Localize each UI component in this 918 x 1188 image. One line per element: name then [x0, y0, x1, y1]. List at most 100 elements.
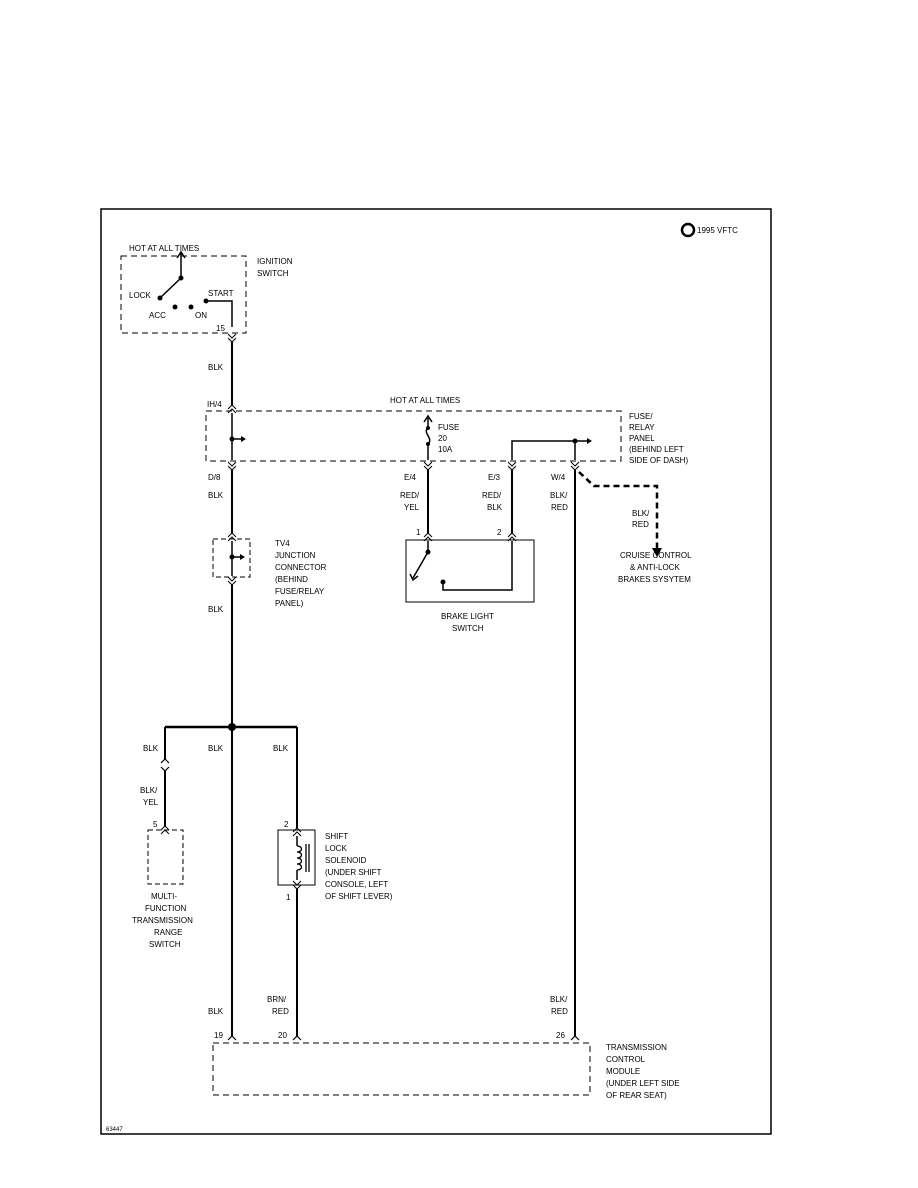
fuse-conn-d8: D/8 — [208, 473, 221, 482]
connector-icon — [423, 461, 433, 471]
junction-name-2: JUNCTION — [275, 551, 316, 560]
fuse-conn-w4: W/4 — [551, 473, 566, 482]
brake-light-switch-box — [405, 539, 535, 603]
copyright-text: 1995 VFTC — [697, 226, 738, 235]
tcm-name-4: (UNDER LEFT SIDE — [606, 1079, 680, 1088]
diagram-frame — [100, 208, 772, 1135]
wire-label-red-yel-2: YEL — [404, 503, 420, 512]
fuse-label: FUSE — [438, 423, 459, 432]
ignition-lock: LOCK — [129, 291, 151, 300]
multifunction-pin: 5 — [153, 820, 158, 829]
panel-link-line — [511, 440, 590, 460]
fuse-panel-name-3: PANEL — [629, 434, 655, 443]
wire-label-red-yel-1: RED/ — [400, 491, 420, 500]
contact-dot — [157, 295, 163, 301]
connector-icon — [507, 461, 517, 471]
wire-label-blk: BLK — [208, 744, 224, 753]
cruise-dest-3: BRAKES SYSYTEM — [618, 575, 691, 584]
brake-name-2: SWITCH — [452, 624, 484, 633]
multifunction-name-5: SWITCH — [149, 940, 181, 949]
junction-name-3: CONNECTOR — [275, 563, 327, 572]
tcm-box — [212, 1042, 591, 1096]
splice-dot — [229, 436, 235, 442]
tcm-pin-19: 19 — [214, 1031, 223, 1040]
tcm-pin-26: 26 — [556, 1031, 565, 1040]
ignition-name-1: IGNITION — [257, 257, 293, 266]
cruise-wire-2: RED — [632, 520, 649, 529]
solenoid-name-5: CONSOLE, LEFT — [325, 880, 388, 889]
fuse-conn-e4: E/4 — [404, 473, 417, 482]
arrow-right-icon — [587, 438, 592, 444]
brake-name-1: BRAKE LIGHT — [441, 612, 494, 621]
solenoid-name-6: OF SHIFT LEVER) — [325, 892, 393, 901]
cruise-wire-1: BLK/ — [632, 509, 650, 518]
fuse-panel-name-5: SIDE OF DASH) — [629, 456, 688, 465]
wire-label-blk-yel-2: YEL — [143, 798, 159, 807]
coil-icon — [296, 845, 303, 871]
wire-label-blk: BLK — [273, 744, 289, 753]
start-contact-line — [206, 300, 233, 327]
connector-icon — [227, 532, 237, 542]
junction-name-5: FUSE/RELAY — [275, 587, 325, 596]
wire-label-brn-red-1: BRN/ — [267, 995, 287, 1004]
wire-label-blk-red-2: RED — [551, 1007, 568, 1016]
figure-id: 63447 — [106, 1127, 123, 1133]
connector-icon — [570, 461, 580, 471]
junction-name-4: (BEHIND — [275, 575, 308, 584]
connector-icon — [160, 758, 170, 764]
arrow-up-icon — [423, 414, 433, 423]
contact-dot — [172, 304, 178, 310]
ignition-pin-15: 15 — [216, 324, 225, 333]
multifunction-name-3: TRANSMISSION — [132, 916, 193, 925]
wire-label-blk: BLK — [208, 363, 224, 372]
solenoid-name-2: LOCK — [325, 844, 347, 853]
connector-icon — [292, 827, 302, 837]
arrow-up-icon — [176, 250, 186, 259]
connector-icon — [227, 1035, 237, 1041]
wire-label-blk-red-1: BLK/ — [550, 491, 568, 500]
solenoid-pin-2: 2 — [284, 820, 289, 829]
wire-label-red-blk-1: RED/ — [482, 491, 502, 500]
arrow-down-icon — [652, 548, 662, 557]
fuse-panel-name-2: RELAY — [629, 423, 655, 432]
cruise-wire — [578, 471, 659, 548]
solenoid-name-1: SHIFT — [325, 832, 348, 841]
wire-label-blk: BLK — [208, 1007, 224, 1016]
switch-blade — [159, 277, 182, 299]
solenoid-pin-1: 1 — [286, 893, 291, 902]
junction-name-1: TV4 — [275, 539, 290, 548]
cruise-dest-1: CRUISE CONTROL — [620, 551, 692, 560]
contact-dot — [188, 304, 194, 310]
junction-connector-box — [212, 538, 251, 578]
connector-icon — [227, 333, 237, 343]
arrow-icon — [409, 573, 419, 582]
arrow-right-icon — [240, 554, 245, 560]
wire-label-brn-red-2: RED — [272, 1007, 289, 1016]
copyright-icon — [680, 222, 696, 238]
brake-pin-1: 1 — [416, 528, 421, 537]
brake-switch-return — [442, 541, 513, 591]
tcm-name-2: CONTROL — [606, 1055, 646, 1064]
multifunction-name-1: MULTI- — [151, 892, 177, 901]
fuse-panel-name-1: FUSE/ — [629, 412, 653, 421]
fuse-relay-panel-box — [205, 410, 622, 462]
connector-icon — [570, 1035, 580, 1041]
brake-pin-2: 2 — [497, 528, 502, 537]
connector-icon — [227, 461, 237, 471]
fuse-number: 20 — [438, 434, 447, 443]
tcm-name-1: TRANSMISSION — [606, 1043, 667, 1052]
multifunction-switch-box — [147, 829, 184, 885]
wire-label-blk-red-1: BLK/ — [550, 995, 568, 1004]
wire-label-blk: BLK — [208, 605, 224, 614]
wire-label-blk-red-2: RED — [551, 503, 568, 512]
connector-icon — [227, 576, 237, 586]
junction-name-6: PANEL) — [275, 599, 304, 608]
multifunction-name-4: RANGE — [154, 928, 182, 937]
fuse-conn-e3: E/3 — [488, 473, 501, 482]
cruise-dest-2: & ANTI-LOCK — [630, 563, 680, 572]
fuse-panel-name-4: (BEHIND LEFT — [629, 445, 684, 454]
ignition-on: ON — [195, 311, 207, 320]
wire-label-blk: BLK — [208, 491, 224, 500]
tcm-pin-20: 20 — [278, 1031, 287, 1040]
